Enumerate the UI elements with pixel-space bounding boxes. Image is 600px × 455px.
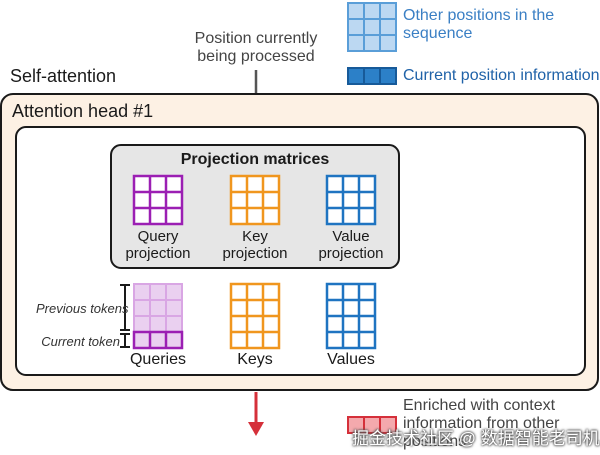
legend-light-blue-grid-icon: [347, 2, 397, 52]
position-being-processed-label: Position currently being processed: [176, 30, 336, 66]
key-projection-line1: Key: [242, 228, 268, 245]
query-projection-line2: projection: [125, 245, 191, 262]
output-arrow: [248, 392, 264, 436]
value-projection-label: Value projection: [301, 228, 401, 262]
values-matrix-icon: [325, 282, 377, 350]
value-projection-line2: projection: [318, 245, 384, 262]
legend-enriched-line2: information from other: [403, 415, 560, 432]
legend-other-positions-line2: sequence: [403, 25, 473, 42]
key-projection-line2: projection: [222, 245, 288, 262]
value-projection-line1: Value: [332, 228, 370, 245]
legend-enriched-line3: positions: [403, 433, 467, 450]
watermark-text: 掘金技术社区 @ 数据智能老司机: [352, 429, 600, 448]
position-label-line2: being processed: [197, 48, 315, 65]
value-projection-grid-icon: [325, 174, 377, 226]
key-projection-grid-icon: [229, 174, 281, 226]
key-projection-label: Key projection: [205, 228, 305, 262]
query-projection-label: Query projection: [108, 228, 208, 262]
queries-label: Queries: [129, 351, 187, 368]
values-label: Values: [327, 351, 375, 368]
projection-matrices-title: Projection matrices: [180, 151, 330, 168]
attention-head-title: Attention head #1: [12, 101, 154, 121]
keys-label: Keys: [237, 351, 273, 368]
token-brackets: [120, 284, 130, 348]
query-projection-line1: Query: [137, 228, 179, 245]
legend-red-row-icon: [347, 416, 397, 434]
legend-enriched: Enriched with context information from o…: [403, 397, 598, 451]
self-attention-title: Self-attention: [10, 66, 117, 86]
query-projection-grid-icon: [132, 174, 184, 226]
previous-tokens-label: Previous tokens: [36, 301, 129, 316]
position-label-line1: Position currently: [194, 30, 318, 47]
legend-other-positions: Other positions in the sequence: [403, 7, 598, 43]
keys-matrix-icon: [229, 282, 281, 350]
legend-current-position: Current position information: [403, 67, 600, 84]
queries-matrix-icon: [132, 283, 184, 350]
legend-other-positions-line1: Other positions in the: [403, 7, 555, 24]
legend-blue-row-icon: [347, 67, 397, 85]
legend-enriched-line1: Enriched with context: [403, 397, 556, 414]
current-token-label: Current token: [41, 334, 120, 349]
